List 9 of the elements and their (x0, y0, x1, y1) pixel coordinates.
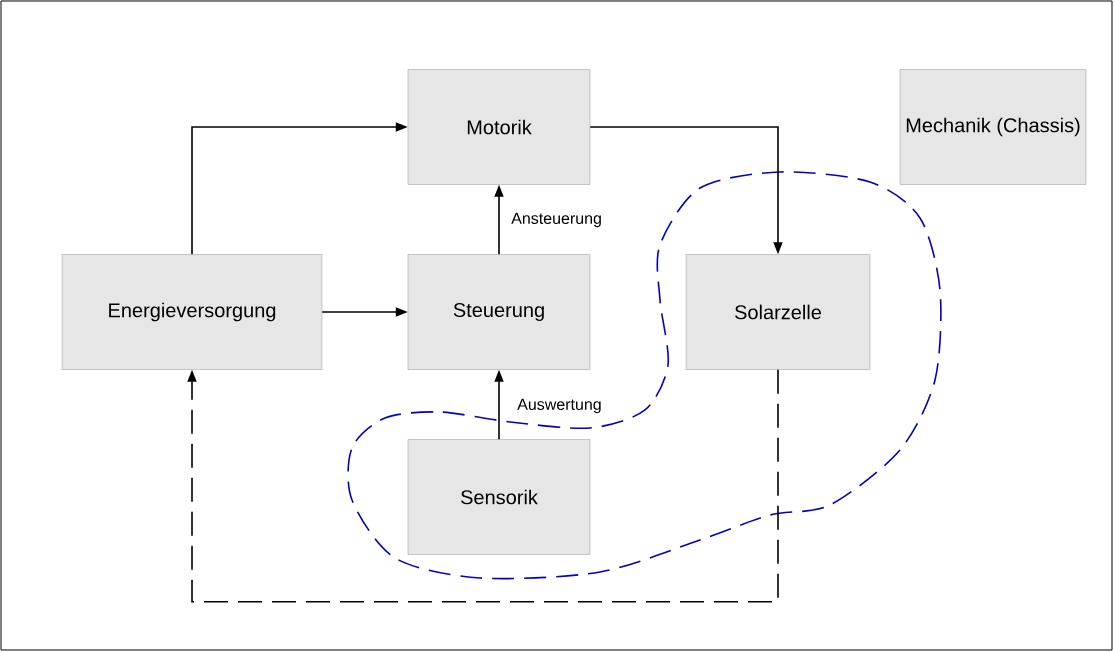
process-box: Energieversorgung (61, 254, 323, 370)
process-box: Steuerung (407, 254, 591, 370)
process-box: Mechanik (Chassis) (899, 69, 1087, 185)
process-box: Sensorik (407, 439, 591, 555)
edge-label: Ansteuerung (511, 212, 601, 228)
process-box: Solarzelle (685, 254, 871, 370)
arrow (187, 368, 779, 603)
process-box: Motorik (407, 69, 591, 185)
edge-label: Auswertung (517, 398, 601, 414)
